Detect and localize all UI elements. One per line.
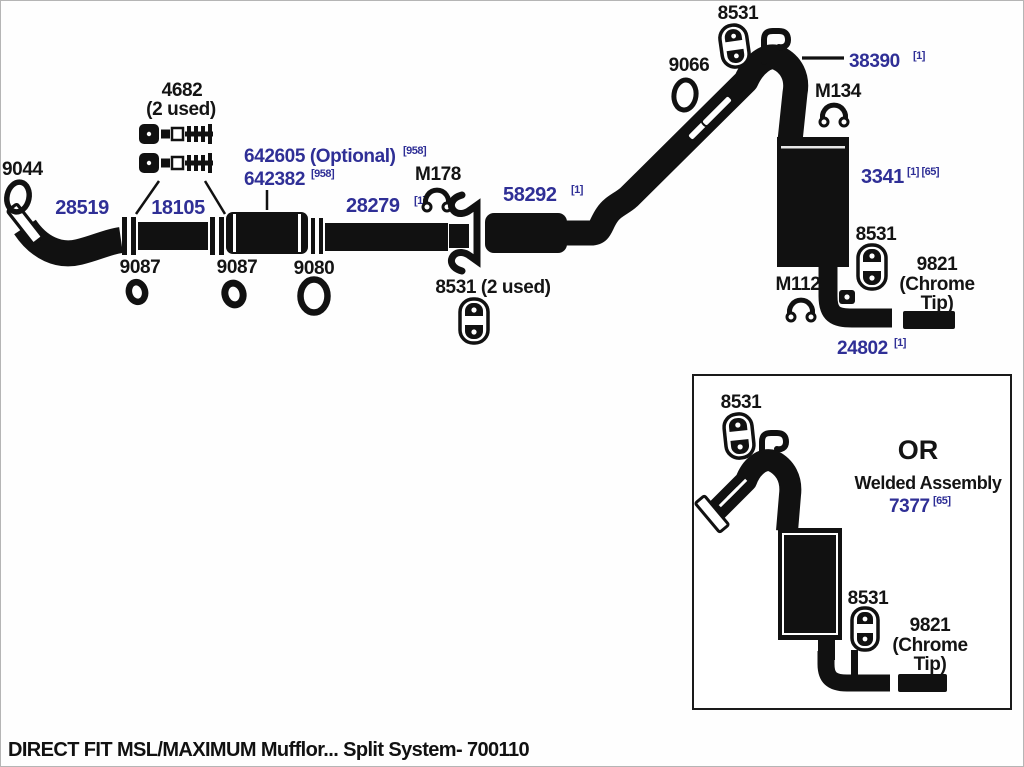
label-resonator-58292: 58292 — [503, 184, 557, 206]
label-hanger-8531-top: 8531 — [718, 3, 760, 24]
label-flex-642605: 642605 (Optional) — [244, 146, 396, 167]
inset-tailpipe — [817, 651, 890, 692]
o-ring-gasket-icon — [671, 77, 699, 113]
inset-flange-icon — [694, 494, 730, 534]
label-gasket-9087-left: 9087 — [120, 257, 161, 278]
o-ring-gasket-icon — [4, 179, 32, 215]
label-gasket-9044: 9044 — [2, 159, 44, 180]
hanger-hook-icon — [761, 28, 792, 65]
hanger-insulator-icon — [458, 297, 490, 345]
donut-gasket-icon — [221, 279, 247, 309]
main-exhaust-assembly: 9044 28519 18105 4682 (2 used) — [2, 3, 975, 359]
label-pipe-18105: 18105 — [151, 197, 205, 219]
flange-joint — [210, 217, 224, 255]
label-hanger-8531-right: 8531 — [856, 224, 898, 245]
label-gasket-9066: 9066 — [669, 55, 710, 76]
leader-line — [203, 180, 227, 215]
label-clamp-m178: M178 — [415, 164, 461, 185]
extension-pipe — [325, 223, 448, 251]
label-flex-642382-sup: [958] — [311, 168, 335, 180]
label-chrome-tip-9821-line1: 9821 — [917, 254, 959, 275]
tailpipe-bracket-icon — [839, 290, 855, 304]
welded-assembly-inset: 8531 OR Welded Assembly 7377 [65] 8531 — [692, 374, 1012, 710]
u-bolt-clamp-icon — [818, 102, 850, 128]
inset-label-chrome-tip-line3: Tip) — [914, 654, 947, 675]
hanger-insulator-icon — [850, 606, 880, 652]
label-resonator-58292-sup: [1] — [571, 184, 584, 196]
chrome-tip-icon — [898, 674, 947, 692]
o-ring-gasket-icon — [297, 276, 331, 316]
label-tailpipe-38390-sup: [1] — [913, 50, 926, 62]
inset-or-text: OR — [898, 435, 939, 465]
flex-collar-icon — [700, 94, 734, 128]
bolt-spring-kit-icon — [139, 153, 213, 173]
label-front-pipe-28519: 28519 — [55, 197, 109, 219]
resonator — [485, 213, 567, 253]
label-clamp-m112: M112 — [776, 274, 821, 295]
inset-label-7377: 7377 — [889, 496, 930, 517]
label-tailpipe-24802-sup: [1] — [894, 337, 907, 349]
inset-label-7377-sup: [65] — [933, 495, 951, 507]
label-chrome-tip-9821-line3: Tip) — [921, 293, 954, 314]
flex-pipe-icon — [226, 212, 308, 254]
inset-inlet-pipe — [707, 449, 802, 532]
diagram-caption: DIRECT FIT MSL/MAXIMUM Mufflor... Split … — [8, 739, 529, 761]
label-gasket-9080: 9080 — [294, 258, 335, 279]
label-clamp-m134: M134 — [815, 81, 862, 102]
hanger-insulator-icon — [718, 23, 751, 69]
leader-line — [134, 180, 161, 215]
intermediate-pipe — [138, 222, 208, 250]
inset-label-chrome-tip-line1: 9821 — [910, 615, 952, 636]
label-pipe-28279: 28279 — [346, 195, 400, 217]
label-hanger-8531-center: 8531 (2 used) — [435, 277, 550, 298]
inset-label-chrome-tip-line2: (Chrome — [892, 635, 967, 656]
flange-joint — [311, 218, 323, 254]
label-muffler-3341: 3341 — [861, 166, 904, 188]
muffler-icon — [778, 528, 842, 660]
donut-gasket-icon — [125, 278, 149, 306]
label-muffler-3341-sup: [1] [65] — [907, 166, 940, 178]
hanger-insulator-icon — [722, 412, 756, 460]
hanger-hook-icon — [447, 191, 481, 275]
label-chrome-tip-9821-line2: (Chrome — [899, 274, 974, 295]
inset-welded-assembly-label: Welded Assembly — [854, 473, 1001, 493]
tailpipe — [818, 267, 892, 328]
label-tailpipe-24802: 24802 — [837, 338, 888, 359]
u-bolt-clamp-icon — [421, 187, 453, 213]
hanger-rod — [851, 650, 858, 675]
hanger-hook-icon — [759, 430, 790, 466]
bolt-spring-kit-icon — [139, 124, 213, 144]
inset-label-hanger-8531-bottom: 8531 — [848, 588, 890, 609]
label-bolt-kit-4682: 4682 — [162, 80, 203, 101]
label-bolt-kit-4682-qty: (2 used) — [146, 99, 216, 120]
hanger-insulator-icon — [856, 243, 888, 291]
label-flex-642605-sup: [958] — [403, 145, 427, 157]
u-bolt-clamp-icon — [785, 297, 817, 323]
flex-collar-icon — [726, 478, 748, 500]
label-tailpipe-38390: 38390 — [849, 51, 900, 72]
inset-label-hanger-8531-top: 8531 — [721, 392, 763, 413]
label-flex-642382: 642382 — [244, 169, 305, 190]
chrome-tip-icon — [903, 311, 955, 329]
muffler-icon — [777, 137, 849, 288]
overaxle-pipe — [559, 44, 809, 246]
label-gasket-9087-right: 9087 — [217, 257, 258, 278]
pipe-stub — [449, 224, 469, 248]
flange-joint — [122, 217, 136, 255]
